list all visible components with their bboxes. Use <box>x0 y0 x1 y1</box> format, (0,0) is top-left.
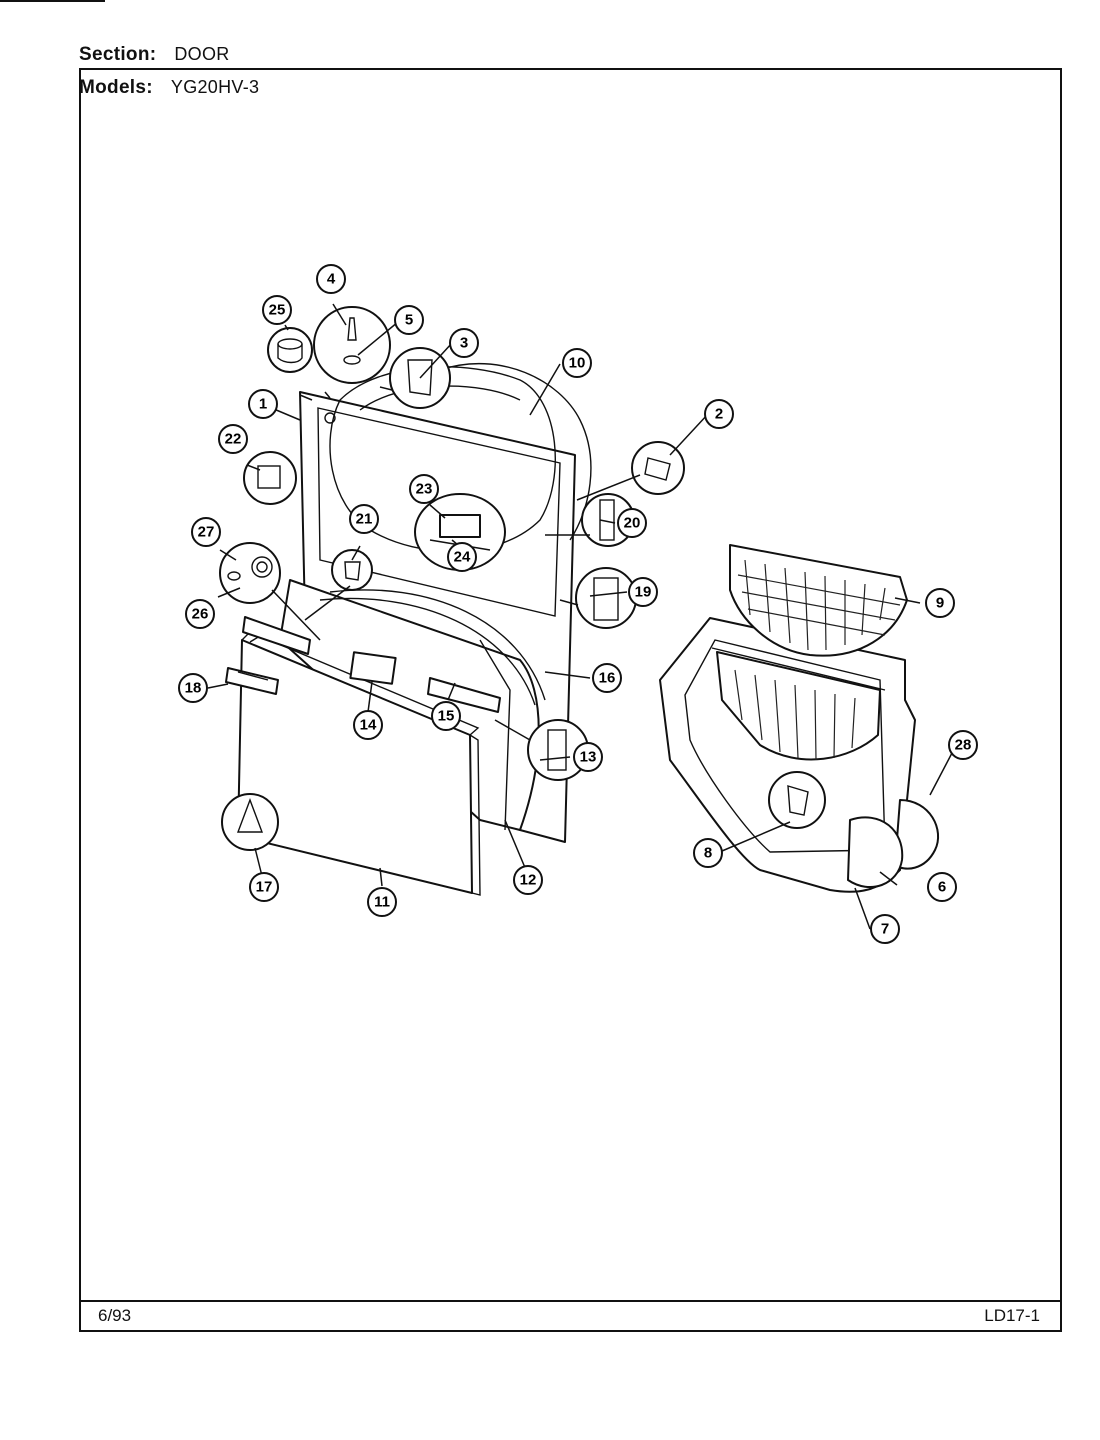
diagram-frame <box>79 68 1062 1332</box>
svg-text:8: 8 <box>704 845 712 862</box>
callout-8: 8 <box>693 838 723 868</box>
callout-22: 22 <box>218 424 248 454</box>
svg-text:23: 23 <box>416 481 433 498</box>
callout-9: 9 <box>925 588 955 618</box>
callout-27: 27 <box>191 517 221 547</box>
models-label: Models: <box>79 77 153 98</box>
svg-text:1: 1 <box>259 396 267 413</box>
svg-text:10: 10 <box>569 355 586 372</box>
callout-16: 16 <box>592 663 622 693</box>
svg-text:16: 16 <box>599 670 616 687</box>
svg-text:12: 12 <box>520 872 537 889</box>
svg-text:20: 20 <box>624 515 641 532</box>
callout-6: 6 <box>927 872 957 902</box>
callout-2: 2 <box>704 399 734 429</box>
footer-code: LD17-1 <box>984 1306 1040 1325</box>
svg-text:25: 25 <box>269 302 286 319</box>
lint-filter <box>729 544 908 657</box>
svg-text:15: 15 <box>438 708 455 725</box>
models-header: Models: YG20HV-3 <box>79 77 259 99</box>
callout-25: 25 <box>262 295 292 325</box>
bumper-parts <box>847 799 940 889</box>
callout-7: 7 <box>870 914 900 944</box>
svg-text:6: 6 <box>938 879 946 896</box>
top-rule <box>0 0 105 2</box>
svg-text:2: 2 <box>715 406 723 423</box>
callout-26: 26 <box>185 599 215 629</box>
svg-text:4: 4 <box>327 271 336 288</box>
callout-23: 23 <box>409 474 439 504</box>
svg-text:13: 13 <box>580 749 597 766</box>
section-value: DOOR <box>174 44 230 64</box>
callout-17: 17 <box>249 872 279 902</box>
footer-date: 6/93 <box>98 1306 132 1325</box>
strike-pad <box>225 667 279 695</box>
leader-lines <box>207 303 953 930</box>
callout-20: 20 <box>617 508 647 538</box>
callout-19: 19 <box>628 577 658 607</box>
callout-13: 13 <box>573 742 603 772</box>
svg-text:26: 26 <box>192 606 209 623</box>
section-header: Section: DOOR <box>79 44 230 66</box>
callouts: 1 2 3 4 5 6 7 8 9 10 11 12 13 14 15 16 1… <box>178 264 978 944</box>
callout-21: 21 <box>349 504 379 534</box>
callout-14: 14 <box>353 710 383 740</box>
door-handle <box>242 616 501 713</box>
callout-10: 10 <box>562 348 592 378</box>
svg-text:18: 18 <box>185 680 202 697</box>
callout-5: 5 <box>394 305 424 335</box>
models-value: YG20HV-3 <box>170 77 260 97</box>
callout-4: 4 <box>316 264 346 294</box>
detail-bubbles <box>219 306 826 851</box>
svg-text:27: 27 <box>198 524 215 541</box>
callout-3: 3 <box>449 328 479 358</box>
svg-text:14: 14 <box>360 717 377 734</box>
footer-rule <box>79 1300 1062 1302</box>
callout-28: 28 <box>948 730 978 760</box>
callout-18: 18 <box>178 673 208 703</box>
svg-text:5: 5 <box>405 312 413 329</box>
callout-1: 1 <box>248 389 278 419</box>
svg-text:11: 11 <box>374 894 390 911</box>
svg-text:28: 28 <box>955 737 972 754</box>
callout-12: 12 <box>513 865 543 895</box>
svg-text:19: 19 <box>635 584 652 601</box>
callout-15: 15 <box>431 701 461 731</box>
svg-text:9: 9 <box>936 595 944 612</box>
svg-text:3: 3 <box>460 335 468 352</box>
svg-text:17: 17 <box>256 879 273 896</box>
svg-text:21: 21 <box>356 511 373 528</box>
callout-24: 24 <box>447 542 477 572</box>
lint-screen <box>716 651 881 761</box>
section-label: Section: <box>79 44 157 65</box>
svg-text:7: 7 <box>881 921 889 938</box>
callout-11: 11 <box>367 887 397 917</box>
latch-assembly <box>414 493 506 571</box>
svg-text:22: 22 <box>225 431 242 448</box>
svg-text:24: 24 <box>454 549 471 566</box>
